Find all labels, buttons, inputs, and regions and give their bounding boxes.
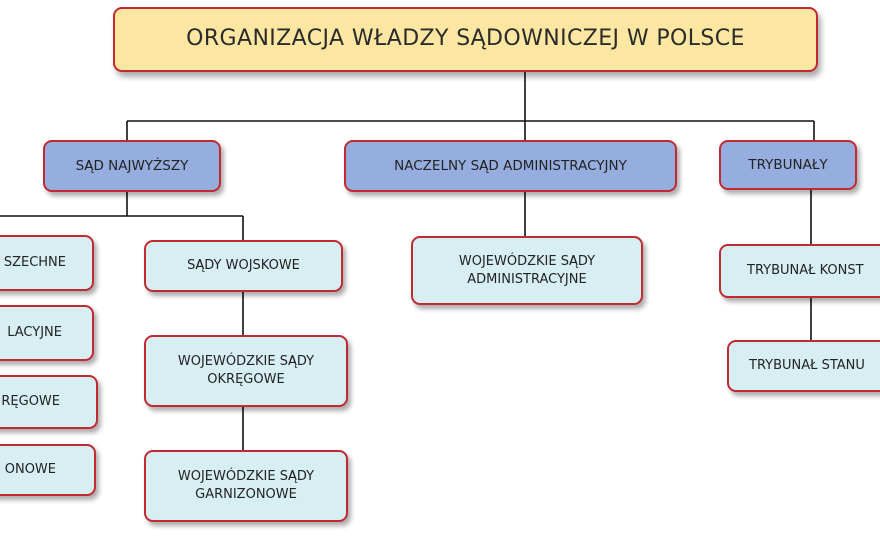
node-supreme-administrative-court-label: NACZELNY SĄD ADMINISTRACYJNY <box>394 157 627 174</box>
node-provincial-district-military-courts: WOJEWÓDZKIE SĄDY OKRĘGOWE <box>144 335 348 407</box>
node-state-tribunal-label: TRYBUNAŁ STANU <box>749 358 865 374</box>
node-district-courts: RĘGOWE <box>0 375 98 429</box>
node-military-courts-label: SĄDY WOJSKOWE <box>187 258 300 274</box>
node-provincial-garrison-courts-label: WOJEWÓDZKIE SĄDY GARNIZONOWE <box>177 469 315 502</box>
node-appellate-courts: LACYJNE <box>0 305 94 361</box>
node-tribunals-label: TRYBUNAŁY <box>748 156 828 173</box>
diagram-title: ORGANIZACJA WŁADZY SĄDOWNICZEJ W POLSCE <box>113 7 818 72</box>
diagram-title-text: ORGANIZACJA WŁADZY SĄDOWNICZEJ W POLSCE <box>186 26 745 52</box>
node-tribunals: TRYBUNAŁY <box>719 140 857 190</box>
node-common-courts: SZECHNE <box>0 235 94 291</box>
node-supreme-administrative-court: NACZELNY SĄD ADMINISTRACYJNY <box>344 140 677 192</box>
node-supreme-court-label: SĄD NAJWYŻSZY <box>75 157 189 174</box>
node-constitutional-tribunal-label: TRYBUNAŁ KONST <box>747 263 864 279</box>
node-provincial-administrative-courts-label: WOJEWÓDZKIE SĄDY ADMINISTRACYJNE <box>458 253 596 287</box>
node-constitutional-tribunal: TRYBUNAŁ KONST <box>719 244 880 298</box>
node-district-courts-label: RĘGOWE <box>1 394 60 410</box>
node-common-courts-label: SZECHNE <box>3 255 66 271</box>
node-regional-courts-label: ONOWE <box>4 462 56 478</box>
node-provincial-district-military-courts-label: WOJEWÓDZKIE SĄDY OKRĘGOWE <box>177 354 315 387</box>
node-supreme-court: SĄD NAJWYŻSZY <box>43 140 221 192</box>
node-regional-courts: ONOWE <box>0 444 96 496</box>
node-military-courts: SĄDY WOJSKOWE <box>144 240 343 292</box>
node-provincial-administrative-courts: WOJEWÓDZKIE SĄDY ADMINISTRACYJNE <box>411 236 643 305</box>
node-provincial-garrison-courts: WOJEWÓDZKIE SĄDY GARNIZONOWE <box>144 450 348 522</box>
node-appellate-courts-label: LACYJNE <box>7 325 62 341</box>
node-state-tribunal: TRYBUNAŁ STANU <box>727 340 880 392</box>
